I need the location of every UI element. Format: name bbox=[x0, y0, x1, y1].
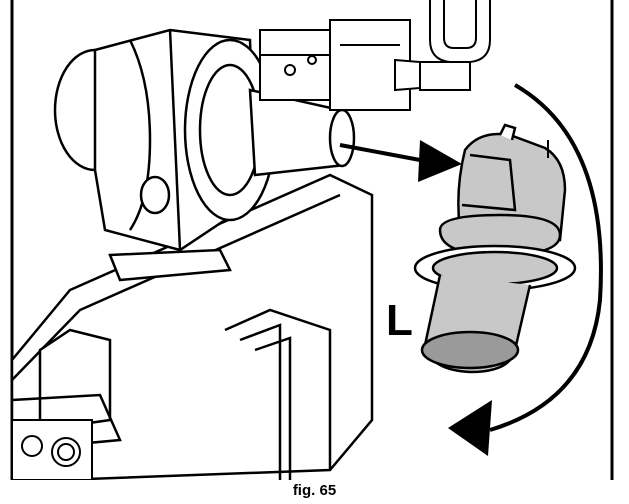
venturi-body bbox=[183, 38, 356, 222]
gas-valve bbox=[259, 19, 421, 111]
arrow-right-icon bbox=[339, 140, 462, 182]
rotation-arrow-icon bbox=[448, 83, 603, 456]
callout-label: L bbox=[386, 296, 413, 345]
figure-caption: fig. 65 bbox=[292, 482, 337, 499]
boiler-casing bbox=[10, 173, 374, 480]
control-panel bbox=[11, 419, 93, 480]
boiler-illustration: L bbox=[10, 0, 614, 480]
burner-part bbox=[413, 123, 577, 374]
gas-pipe bbox=[419, 0, 491, 91]
